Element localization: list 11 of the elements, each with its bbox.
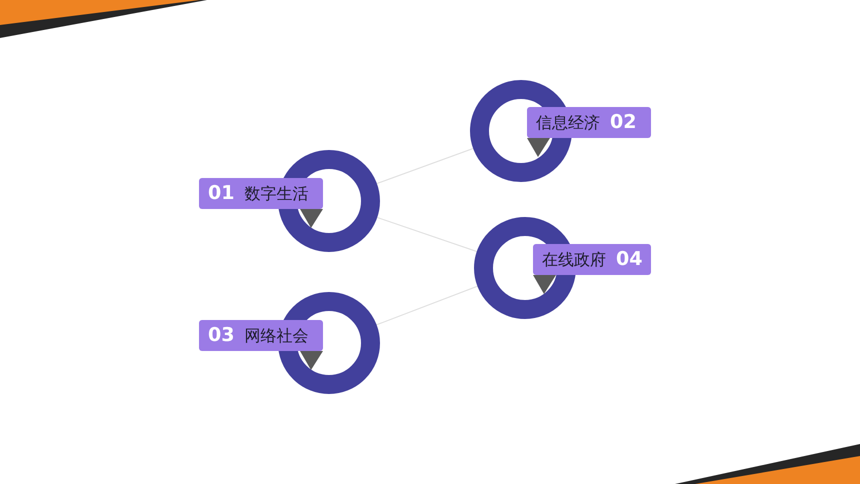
- connector-line: [376, 217, 478, 252]
- connector-line: [376, 286, 478, 326]
- item-number: 02: [610, 110, 636, 136]
- item-number: 01: [208, 181, 234, 206]
- connector-line: [376, 148, 474, 184]
- item-title: 数字生活: [244, 182, 308, 204]
- item-title: 信息经济: [536, 112, 600, 134]
- item-number: 04: [616, 247, 642, 272]
- item-title: 网络社会: [244, 324, 308, 346]
- item-number: 03: [208, 323, 234, 348]
- item-title: 在线政府: [542, 248, 606, 270]
